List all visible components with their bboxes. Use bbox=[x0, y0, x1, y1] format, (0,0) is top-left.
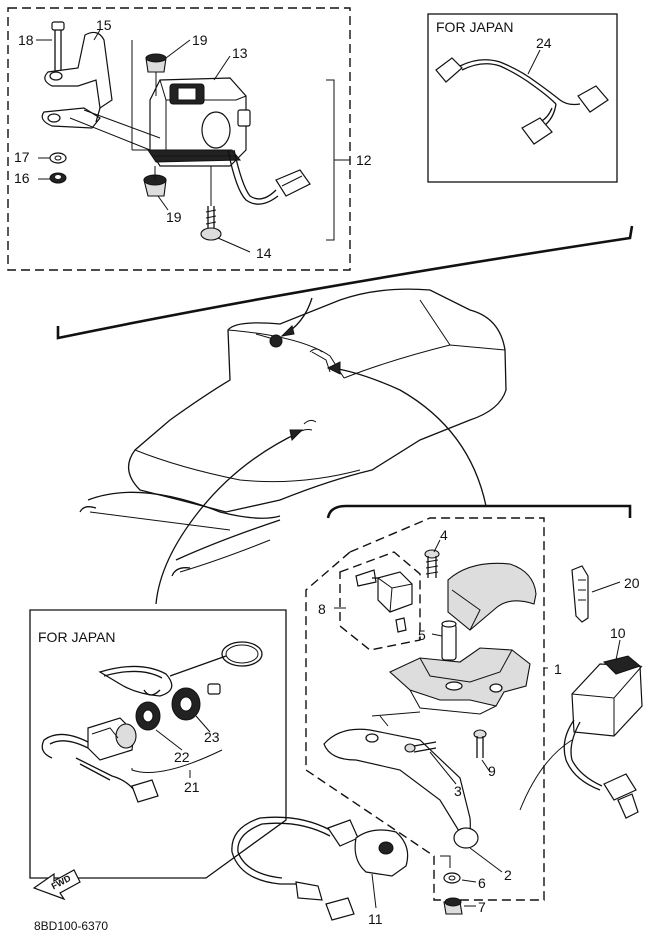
cable-arrow-top bbox=[280, 297, 313, 337]
cable-arrow-left bbox=[155, 429, 304, 605]
band-20 bbox=[571, 565, 589, 623]
callout-10: 10 bbox=[610, 625, 626, 641]
diagram-code: 8BD100-6370 bbox=[34, 919, 108, 933]
callout-5: 5 bbox=[418, 627, 426, 643]
callout-19-top: 19 bbox=[192, 32, 208, 48]
key-switch-21 bbox=[41, 717, 159, 803]
callout-21: 21 bbox=[184, 779, 200, 795]
body-cable-ends bbox=[255, 333, 323, 435]
part-8 bbox=[355, 569, 413, 633]
harness-13 bbox=[227, 149, 311, 205]
screw-14 bbox=[200, 206, 222, 241]
callout-23: 23 bbox=[204, 729, 220, 745]
callout-14: 14 bbox=[256, 245, 272, 261]
callout-8: 8 bbox=[318, 601, 326, 617]
japan-top-panel: FOR JAPAN 24 bbox=[427, 13, 618, 183]
callout-22: 22 bbox=[174, 749, 190, 765]
bracket-15 bbox=[41, 31, 113, 129]
callout-1: 1 bbox=[554, 661, 562, 677]
connector-13 bbox=[275, 169, 311, 197]
callout-17: 17 bbox=[14, 149, 30, 165]
callout-13: 13 bbox=[232, 45, 248, 61]
lower-arc-bracket bbox=[326, 504, 632, 519]
callout-19-bottom: 19 bbox=[166, 209, 182, 225]
group-12-guides bbox=[69, 72, 212, 206]
cap-cover bbox=[447, 562, 537, 631]
japan-top-title: FOR JAPAN bbox=[436, 19, 514, 35]
callout-18: 18 bbox=[18, 32, 34, 48]
washer-17 bbox=[49, 152, 67, 164]
upper-arc-bracket bbox=[56, 225, 634, 340]
switch-10 bbox=[563, 655, 643, 819]
grommet-19-top bbox=[145, 53, 167, 73]
nut-22 bbox=[135, 701, 161, 731]
fwd-arrow-icon: FWD bbox=[32, 869, 81, 901]
callout-3: 3 bbox=[454, 783, 462, 799]
group-8-box bbox=[339, 551, 421, 651]
callout-6: 6 bbox=[478, 875, 486, 891]
japan-bottom-panel: FOR JAPAN bbox=[29, 609, 287, 879]
bolt-9 bbox=[473, 729, 487, 758]
callout-16: 16 bbox=[14, 170, 30, 186]
bolt-4 bbox=[424, 549, 440, 578]
leaders-group-12 bbox=[36, 29, 350, 253]
callout-7: 7 bbox=[478, 899, 486, 915]
callout-15: 15 bbox=[96, 17, 112, 33]
japan-bottom-title: FOR JAPAN bbox=[38, 629, 116, 645]
lever-perch bbox=[389, 647, 531, 715]
key-with-ring bbox=[98, 641, 263, 697]
callout-20: 20 bbox=[624, 575, 640, 591]
callout-11: 11 bbox=[368, 911, 383, 927]
switch-11 bbox=[231, 816, 409, 921]
group-12-box bbox=[7, 7, 351, 271]
nut-16 bbox=[49, 172, 67, 184]
cable-arrow-right bbox=[326, 361, 487, 507]
washer-6 bbox=[443, 872, 461, 884]
callout-24: 24 bbox=[536, 35, 552, 51]
callout-4: 4 bbox=[440, 527, 448, 543]
callout-2: 2 bbox=[504, 867, 512, 883]
screw-3 bbox=[404, 741, 437, 753]
harness-24 bbox=[435, 57, 609, 145]
leaders-group-1 bbox=[334, 539, 621, 909]
unit-13 bbox=[131, 40, 251, 167]
snowmobile-body bbox=[79, 288, 507, 577]
callout-9: 9 bbox=[488, 763, 496, 779]
group-1-box bbox=[305, 517, 545, 901]
callout-12: 12 bbox=[356, 152, 372, 168]
sleeve-5 bbox=[441, 620, 457, 661]
nut-23 bbox=[171, 683, 221, 721]
nut-7 bbox=[443, 897, 463, 915]
